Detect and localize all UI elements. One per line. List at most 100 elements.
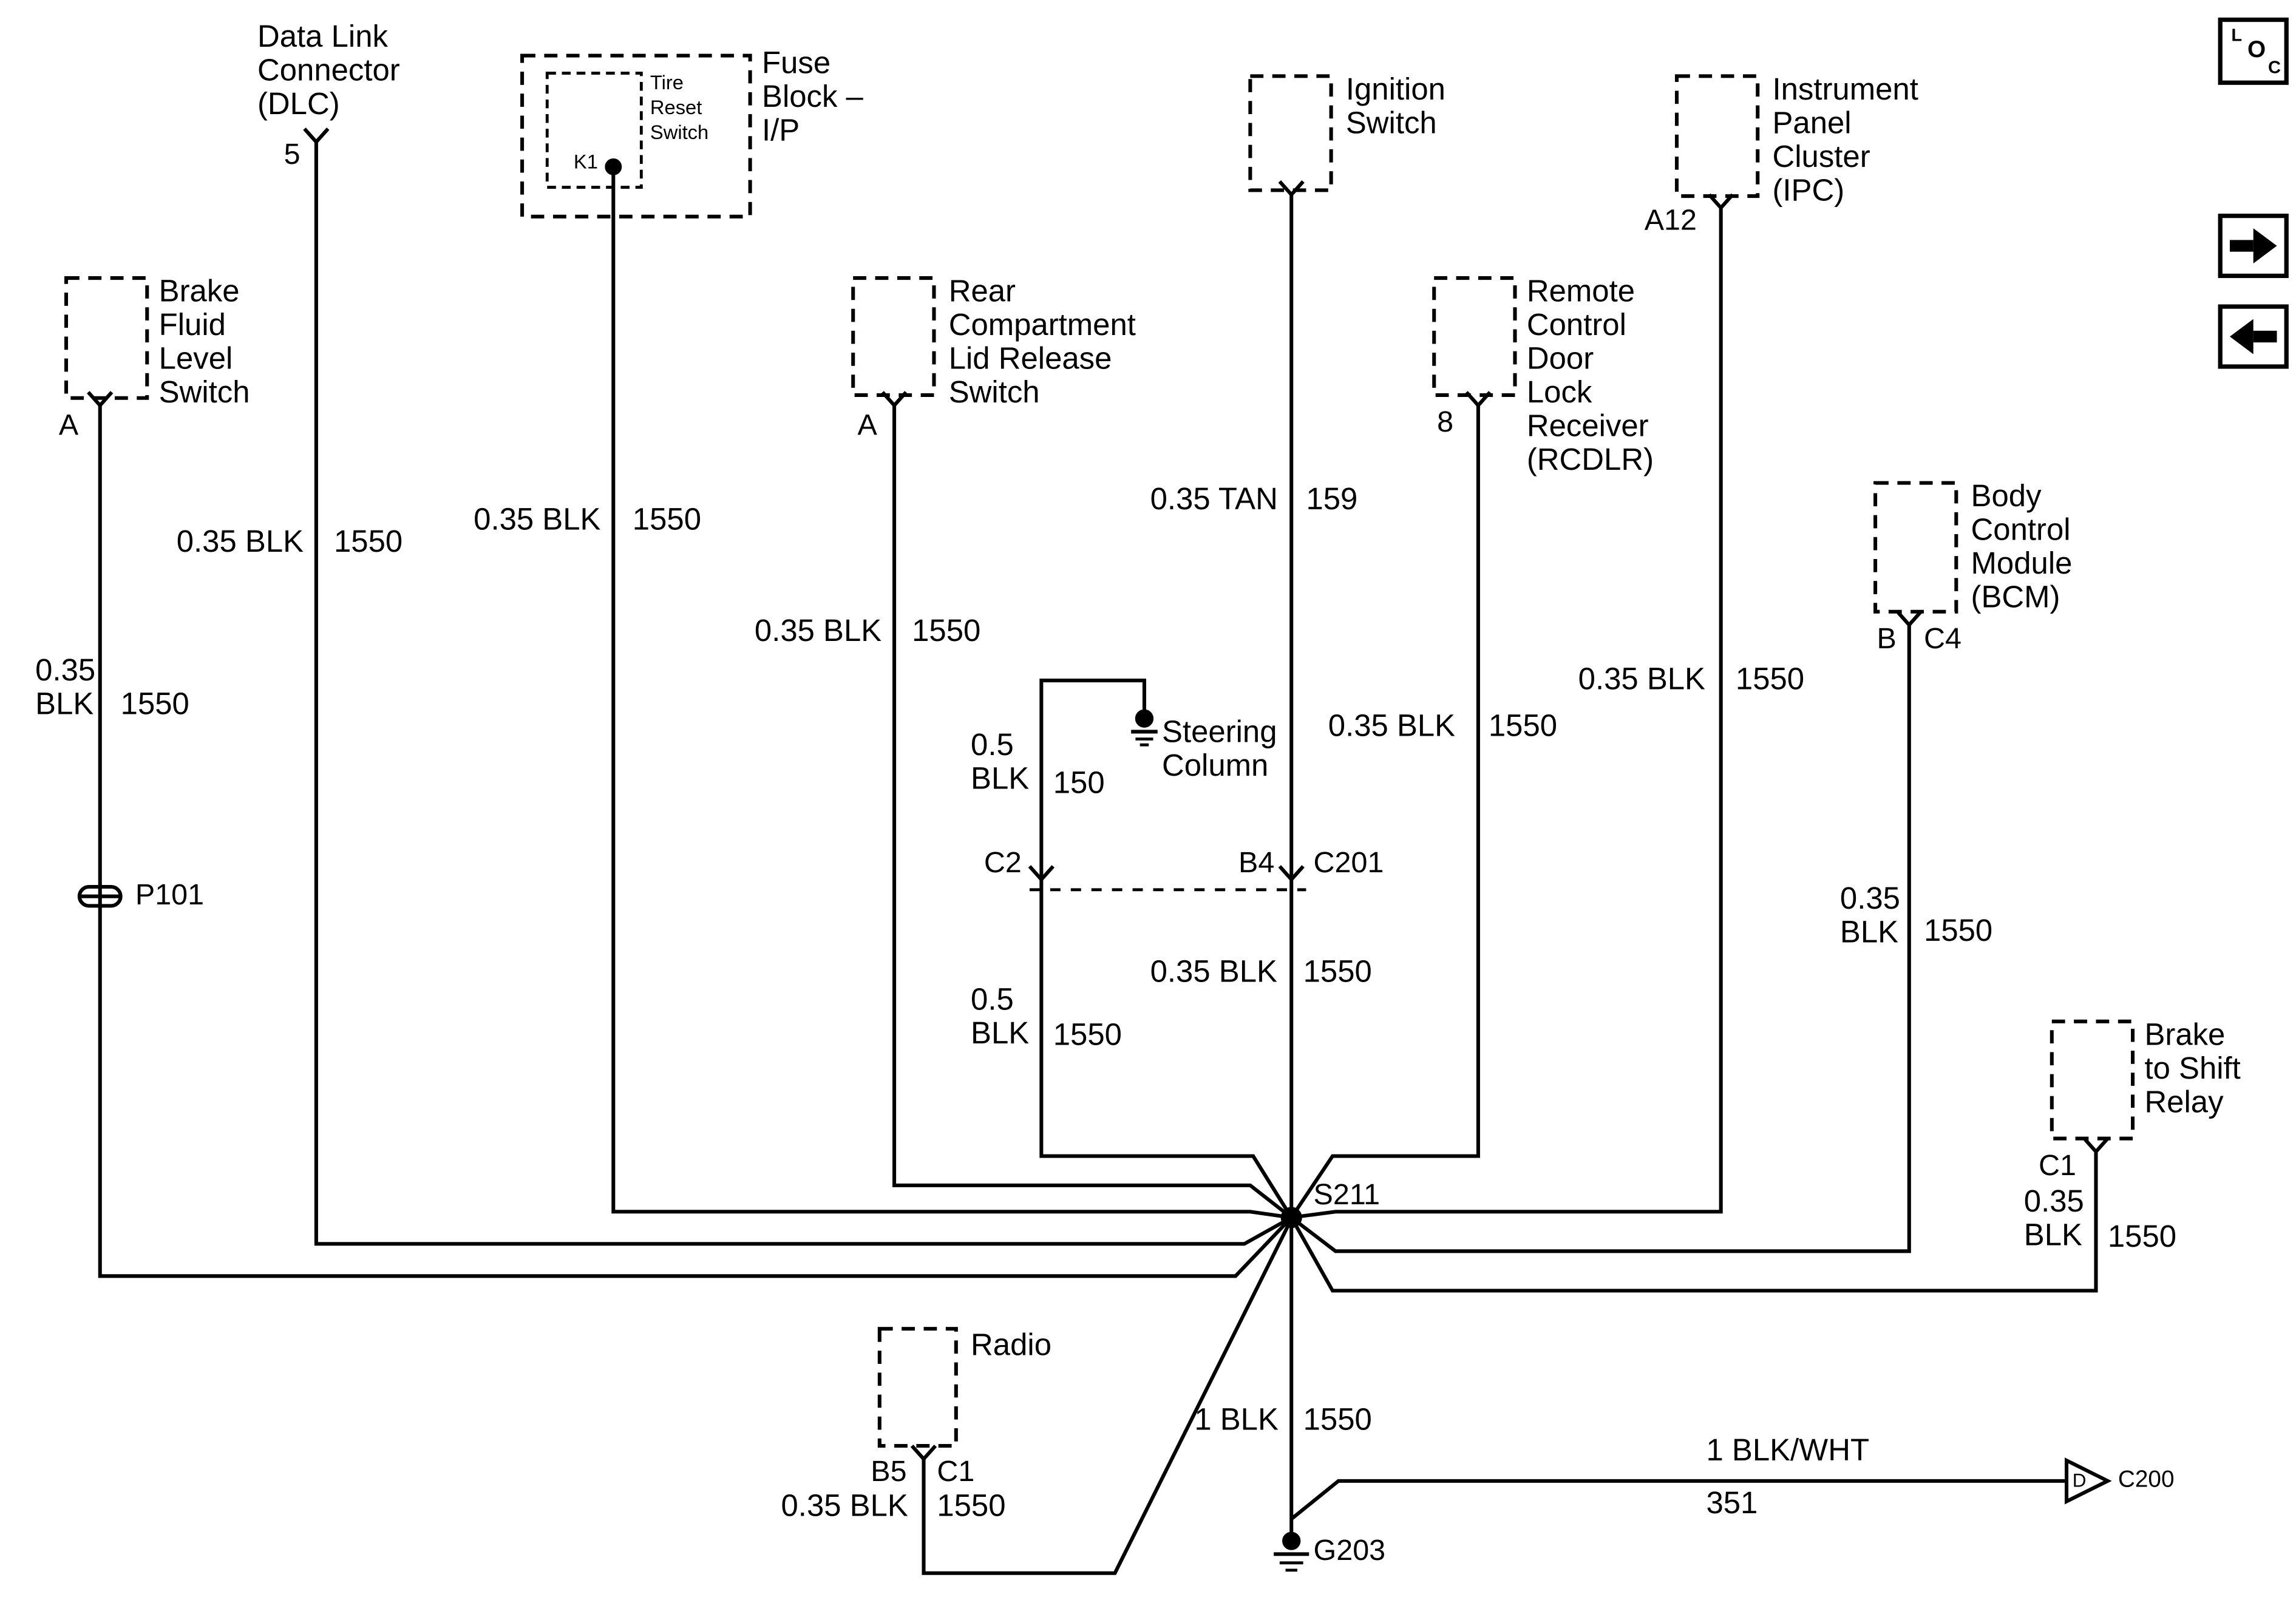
- c200-label: C200: [2118, 1468, 2175, 1493]
- wire-fuse-block-to-s211: [611, 169, 1292, 1219]
- rcdlr-label: Remote Control Door Lock Receiver (RCDLR…: [1526, 275, 1654, 477]
- next-page-button[interactable]: [2218, 213, 2289, 279]
- wire-steering-upper-circuit: 150: [1053, 767, 1105, 801]
- fuse-block-label: Fuse Block – I/P: [762, 47, 863, 148]
- pin-chevrons: [87, 127, 2110, 1462]
- arrow-left-icon: [2229, 319, 2277, 354]
- wire-rcdlr-size: 0.35 BLK: [1328, 710, 1456, 744]
- ipc-label: Instrument Panel Cluster (IPC): [1772, 73, 1918, 208]
- pin-chevron-radio: [910, 1444, 937, 1462]
- dlc-pin: 5: [284, 139, 301, 172]
- wire-brake-fluid-size: 0.35 BLK: [35, 654, 96, 722]
- splice-s211-dot: [1280, 1207, 1302, 1229]
- radio-pin-c1: C1: [937, 1456, 975, 1488]
- c201-pin-b4: B4: [1238, 847, 1275, 880]
- pin-chevron-brake-fluid: [87, 391, 114, 408]
- wire-dlc-to-s211: [314, 141, 1292, 1246]
- k1-pin-label: K1: [573, 151, 598, 173]
- wire-rcdlr-circuit: 1550: [1488, 710, 1558, 744]
- loc-button[interactable]: L O C: [2218, 17, 2289, 85]
- wire-ipc-circuit: 1550: [1735, 663, 1805, 697]
- wire-fuse-circuit: 1550: [632, 503, 701, 537]
- component-boxes: [64, 53, 2135, 1448]
- brake-fluid-level-switch-label: Brake Fluid Level Switch: [158, 275, 250, 410]
- wire-fuse-size: 0.35 BLK: [474, 503, 601, 537]
- radio-pin-b5: B5: [871, 1456, 907, 1488]
- wire-bcm-circuit: 1550: [1924, 914, 1993, 949]
- wires: [98, 141, 2098, 1575]
- wire-steering-lower-size: 0.5 BLK: [971, 983, 1030, 1051]
- wire-c200-branch-circuit: 351: [1706, 1486, 1758, 1520]
- arrow-right-icon: [2229, 228, 2277, 263]
- pin-chevron-c201-right: [1278, 865, 1305, 883]
- wire-dlc-size: 0.35 BLK: [176, 525, 304, 559]
- brake-to-shift-relay-box: [2050, 1019, 2135, 1141]
- wire-ignition-upper-circuit: 159: [1306, 483, 1358, 517]
- pin-chevron-dlc: [303, 127, 330, 145]
- rear-compartment-lid-release-switch-box: [851, 276, 936, 397]
- wire-rear-lid-circuit: 1550: [912, 614, 981, 649]
- g203-ground-symbol: [1274, 1531, 1309, 1572]
- ipc-pin: A12: [1644, 205, 1697, 237]
- bcm-pin-c4: C4: [1924, 623, 1961, 656]
- g203-label: G203: [1313, 1535, 1386, 1568]
- brake-fluid-level-switch-box: [64, 276, 149, 400]
- wire-steering-upper-size: 0.5 BLK: [971, 728, 1030, 796]
- c201-label: C201: [1313, 847, 1384, 880]
- steering-column-ground-symbol: [1131, 709, 1158, 747]
- wire-brake-fluid-circuit: 1550: [120, 688, 189, 722]
- rcdlr-box: [1432, 276, 1517, 397]
- bcm-pin-b: B: [1877, 623, 1897, 656]
- wire-steering-column-to-s211: [1039, 679, 1293, 1219]
- ignition-switch-box: [1248, 74, 1333, 192]
- wire-radio-size: 0.35 BLK: [781, 1490, 908, 1524]
- wire-bcm-to-s211: [1290, 625, 1911, 1253]
- wire-ignition-upper-size: 0.35 TAN: [1150, 483, 1278, 517]
- dlc-label: Data Link Connector (DLC): [257, 20, 400, 122]
- ignition-switch-label: Ignition Switch: [1345, 73, 1445, 141]
- loc-letter-c: C: [2267, 57, 2281, 78]
- rcdlr-pin: 8: [1437, 407, 1454, 439]
- k1-terminal-dot: [605, 158, 622, 175]
- ipc-box: [1674, 74, 1760, 198]
- pin-chevron-rear-lid: [881, 391, 908, 408]
- p101-label: P101: [135, 879, 205, 912]
- bcm-box: [1873, 481, 1958, 614]
- brake-to-shift-relay-label: Brake to Shift Relay: [2144, 1018, 2241, 1120]
- wire-ipc-to-s211: [1291, 208, 1723, 1219]
- rear-lid-release-switch-pin: A: [857, 410, 877, 442]
- pin-chevron-ipc: [1708, 193, 1734, 211]
- brake-fluid-level-switch-pin: A: [58, 410, 79, 442]
- pin-chevron-bcm: [1896, 610, 1923, 628]
- s211-label: S211: [1313, 1179, 1381, 1212]
- tire-reset-switch-box: [545, 72, 643, 189]
- wire-ground-circuit: 1550: [1303, 1403, 1372, 1437]
- fuse-block-box: [520, 53, 752, 219]
- wire-ignition-lower-circuit: 1550: [1303, 955, 1372, 989]
- wire-ground-size: 1 BLK: [1194, 1403, 1279, 1437]
- pin-chevron-brake-shift: [2082, 1137, 2110, 1154]
- wire-rcdlr-to-s211: [1289, 405, 1480, 1219]
- wire-steering-lower-circuit: 1550: [1053, 1018, 1122, 1053]
- radio-box: [877, 1327, 958, 1448]
- loc-letter-o: O: [2247, 38, 2266, 63]
- wire-brake-fluid-to-s211: [98, 405, 1293, 1278]
- p101-connector-symbol: [77, 884, 123, 908]
- tire-reset-switch-label: Tire Reset Switch: [650, 72, 709, 144]
- brake-to-shift-relay-pin: C1: [2039, 1150, 2076, 1183]
- wire-brake-shift-circuit: 1550: [2107, 1220, 2177, 1255]
- c200-pin-d: D: [2072, 1469, 2087, 1491]
- pin-chevron-rcdlr: [1465, 391, 1492, 408]
- wire-bcm-size: 0.35 BLK: [1839, 882, 1900, 950]
- previous-page-button[interactable]: [2218, 304, 2289, 369]
- wire-radio-circuit: 1550: [937, 1490, 1006, 1524]
- radio-label: Radio: [971, 1329, 1051, 1363]
- wire-ipc-size: 0.35 BLK: [1578, 663, 1706, 697]
- wire-brake-shift-size: 0.35 BLK: [2023, 1185, 2084, 1253]
- rear-lid-release-switch-label: Rear Compartment Lid Release Switch: [948, 275, 1136, 410]
- wire-dlc-circuit: 1550: [333, 525, 403, 559]
- steering-column-label: Steering Column: [1162, 715, 1277, 783]
- wire-brake-shift-to-s211: [1289, 1151, 2098, 1293]
